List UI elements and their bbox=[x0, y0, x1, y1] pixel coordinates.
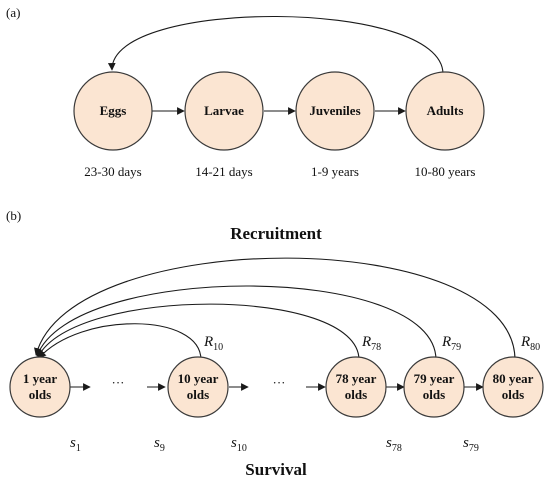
survival-label-s9: s9 bbox=[154, 435, 165, 454]
survival-heading: Survival bbox=[245, 460, 307, 479]
age-node-10: 10 year olds bbox=[167, 356, 229, 418]
panel-b-label: (b) bbox=[6, 208, 21, 223]
survival-label-s78: s78 bbox=[386, 435, 402, 454]
stage-node-larvae: Larvae bbox=[184, 71, 264, 151]
svg-text:olds: olds bbox=[187, 387, 209, 402]
stage-label: Eggs bbox=[100, 103, 127, 118]
stage-label: Adults bbox=[427, 103, 464, 118]
svg-text:1 year: 1 year bbox=[23, 371, 58, 386]
recruitment-heading: Recruitment bbox=[230, 224, 322, 243]
svg-text:olds: olds bbox=[423, 387, 445, 402]
adults-to-eggs-edge bbox=[107, 15, 444, 75]
stage-node-juveniles: Juveniles bbox=[295, 71, 375, 151]
recruitment-arc-10 bbox=[38, 323, 202, 361]
age-node-1: 1 year olds bbox=[9, 356, 71, 418]
stage-duration: 1-9 years bbox=[311, 164, 359, 179]
stage-duration: 23-30 days bbox=[84, 164, 141, 179]
stage-label: Juveniles bbox=[309, 103, 360, 118]
ellipsis-2: ··· bbox=[273, 375, 286, 390]
age-node-79: 79 year olds bbox=[403, 356, 465, 418]
ellipsis-1: ··· bbox=[112, 375, 125, 390]
recruitment-label-r80: R80 bbox=[520, 334, 540, 353]
recruitment-arc-78 bbox=[37, 303, 360, 361]
svg-text:78 year: 78 year bbox=[336, 371, 377, 386]
survival-label-s79: s79 bbox=[463, 435, 479, 454]
age-node-80: 80 year olds bbox=[482, 356, 544, 418]
recruitment-label-r10: R10 bbox=[203, 334, 223, 353]
stage-node-adults: Adults bbox=[405, 71, 485, 151]
recruitment-arc-80 bbox=[34, 257, 516, 361]
stage-label: Larvae bbox=[204, 103, 244, 118]
svg-text:olds: olds bbox=[502, 387, 524, 402]
svg-text:80 year: 80 year bbox=[493, 371, 534, 386]
survival-label-s1: s1 bbox=[70, 435, 81, 454]
panel-a-label: (a) bbox=[6, 5, 20, 20]
svg-text:10 year: 10 year bbox=[178, 371, 219, 386]
stage-duration: 14-21 days bbox=[195, 164, 252, 179]
recruitment-arc-79 bbox=[35, 285, 437, 361]
stage-duration: 10-80 years bbox=[414, 164, 475, 179]
recruitment-label-r79: R79 bbox=[441, 334, 461, 353]
stage-node-eggs: Eggs bbox=[73, 71, 153, 151]
svg-text:olds: olds bbox=[29, 387, 51, 402]
svg-text:olds: olds bbox=[345, 387, 367, 402]
age-node-78: 78 year olds bbox=[325, 356, 387, 418]
recruitment-label-r78: R78 bbox=[361, 334, 381, 353]
svg-text:79 year: 79 year bbox=[414, 371, 455, 386]
survival-label-s10: s10 bbox=[231, 435, 247, 454]
